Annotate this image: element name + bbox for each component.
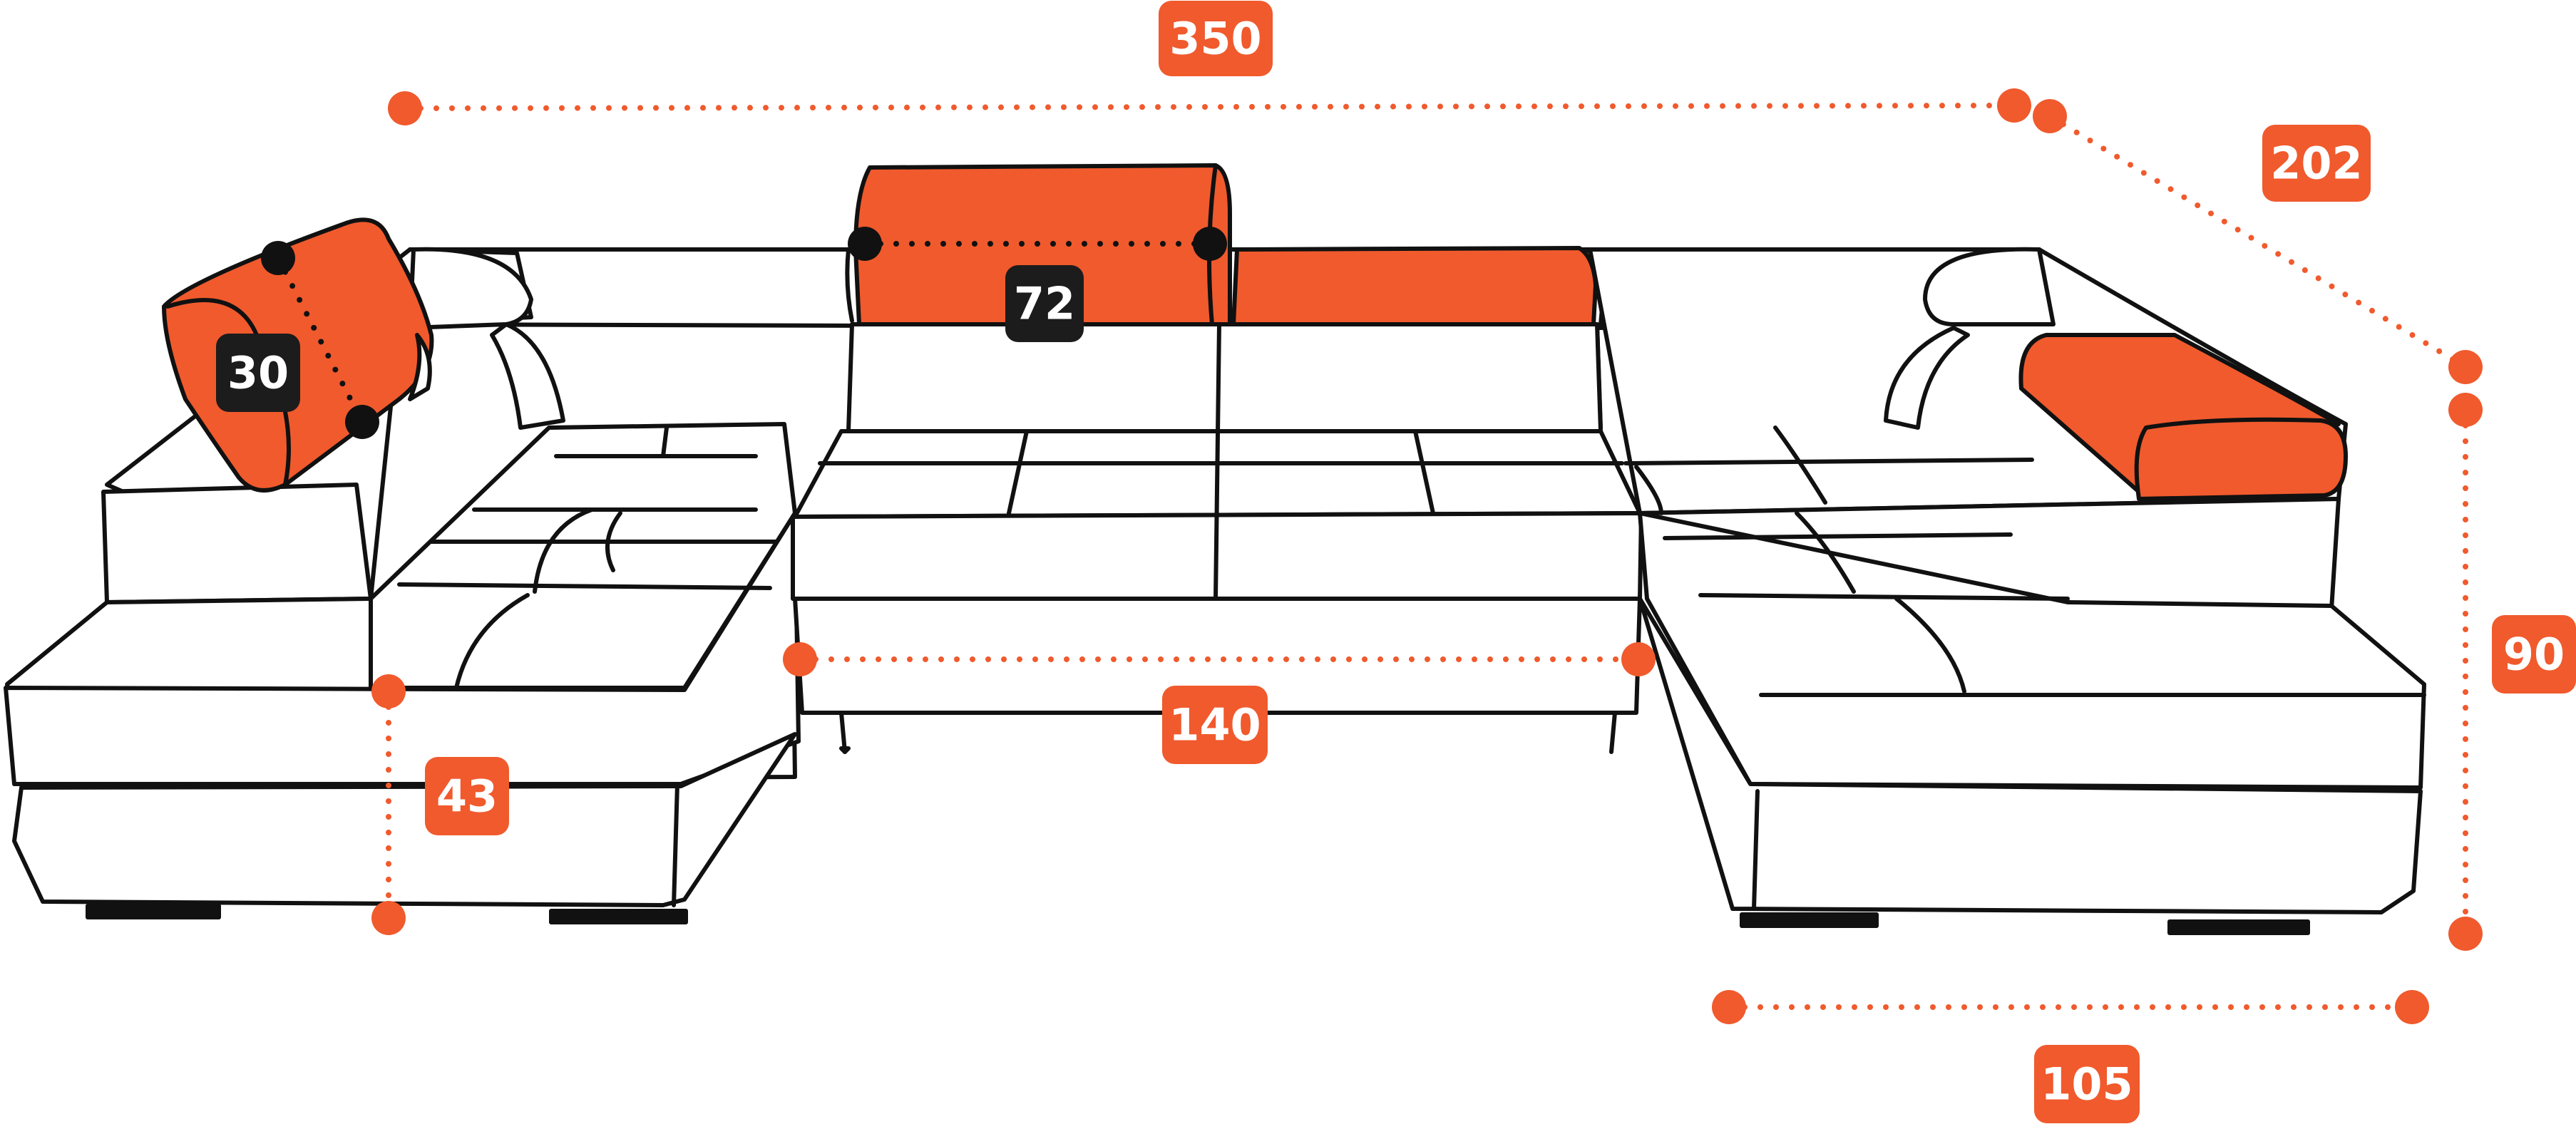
dim-endpoint-seat-height-end bbox=[371, 901, 406, 935]
dim-label-headrest-width: 72 bbox=[1014, 278, 1075, 330]
dim-label-side-depth: 202 bbox=[2270, 138, 2362, 190]
dim-endpoint-chaise-width-end bbox=[2395, 990, 2429, 1024]
dim-endpoint-headrest-width-start bbox=[848, 227, 882, 261]
dim-endpoint-side-depth-start bbox=[2033, 99, 2067, 133]
dim-endpoint-seat-height-start bbox=[371, 674, 406, 708]
right-back-headrest bbox=[2018, 333, 2341, 494]
dim-line-total-width bbox=[388, 88, 2031, 125]
dim-badge-headrest-height: 30 bbox=[216, 334, 300, 412]
center-right-headrest bbox=[1231, 246, 1598, 326]
dim-line-side-depth-dots bbox=[2047, 113, 2468, 370]
dim-label-sleeping-width: 140 bbox=[1169, 699, 1261, 751]
dim-label-total-width: 350 bbox=[1169, 13, 1261, 65]
dim-badge-total-width: 350 bbox=[1159, 1, 1273, 76]
dim-endpoint-total-height-start bbox=[2448, 393, 2483, 427]
dimension-lines bbox=[261, 88, 2483, 1024]
dim-endpoint-side-depth-end bbox=[2448, 350, 2483, 384]
dimension-badges: 350 202 30 72 90 43 140 105 bbox=[216, 1, 2576, 1123]
dim-badge-seat-height: 43 bbox=[425, 757, 509, 835]
left-module bbox=[4, 247, 801, 924]
sofa-drawing bbox=[4, 163, 2426, 935]
dim-line-headrest-height-dots bbox=[275, 255, 365, 425]
right-headrests bbox=[2018, 333, 2348, 501]
dim-line-side-depth bbox=[2033, 99, 2483, 384]
dim-endpoint-total-width-end bbox=[1997, 88, 2031, 123]
dim-label-headrest-height: 30 bbox=[227, 347, 289, 399]
dim-endpoint-headrest-width-end bbox=[1193, 227, 1227, 261]
dim-line-sleeping-width bbox=[783, 642, 1656, 676]
dim-endpoint-chaise-width-start bbox=[1712, 990, 1746, 1024]
right-module bbox=[1588, 247, 2426, 935]
dim-badge-total-height: 90 bbox=[2492, 615, 2576, 694]
dim-label-seat-height: 43 bbox=[436, 770, 498, 823]
dim-line-chaise-width bbox=[1712, 990, 2429, 1024]
dim-endpoint-total-height-end bbox=[2448, 917, 2483, 951]
center-module bbox=[791, 322, 1643, 754]
dim-line-seat-height bbox=[371, 674, 406, 935]
dim-endpoint-sleeping-width-start bbox=[783, 642, 817, 676]
dim-badge-sleeping-width: 140 bbox=[1162, 686, 1268, 764]
dim-badge-chaise-width: 105 bbox=[2034, 1045, 2140, 1123]
dim-label-chaise-width: 105 bbox=[2041, 1058, 2133, 1110]
dim-line-total-height bbox=[2448, 393, 2483, 951]
right-side-headrest bbox=[2134, 417, 2348, 501]
dim-endpoint-total-width-start bbox=[388, 91, 422, 125]
dim-label-total-height: 90 bbox=[2503, 629, 2565, 681]
dim-endpoint-sleeping-width-end bbox=[1621, 642, 1656, 676]
dim-line-headrest-height bbox=[261, 241, 379, 439]
dim-badge-headrest-width: 72 bbox=[1005, 265, 1084, 342]
dim-badge-side-depth: 202 bbox=[2262, 125, 2371, 202]
dim-line-total-width-dots bbox=[402, 103, 2017, 111]
dim-line-headrest-width bbox=[848, 227, 1227, 261]
dim-endpoint-headrest-height-start bbox=[261, 241, 295, 275]
dim-endpoint-headrest-height-end bbox=[345, 405, 379, 439]
